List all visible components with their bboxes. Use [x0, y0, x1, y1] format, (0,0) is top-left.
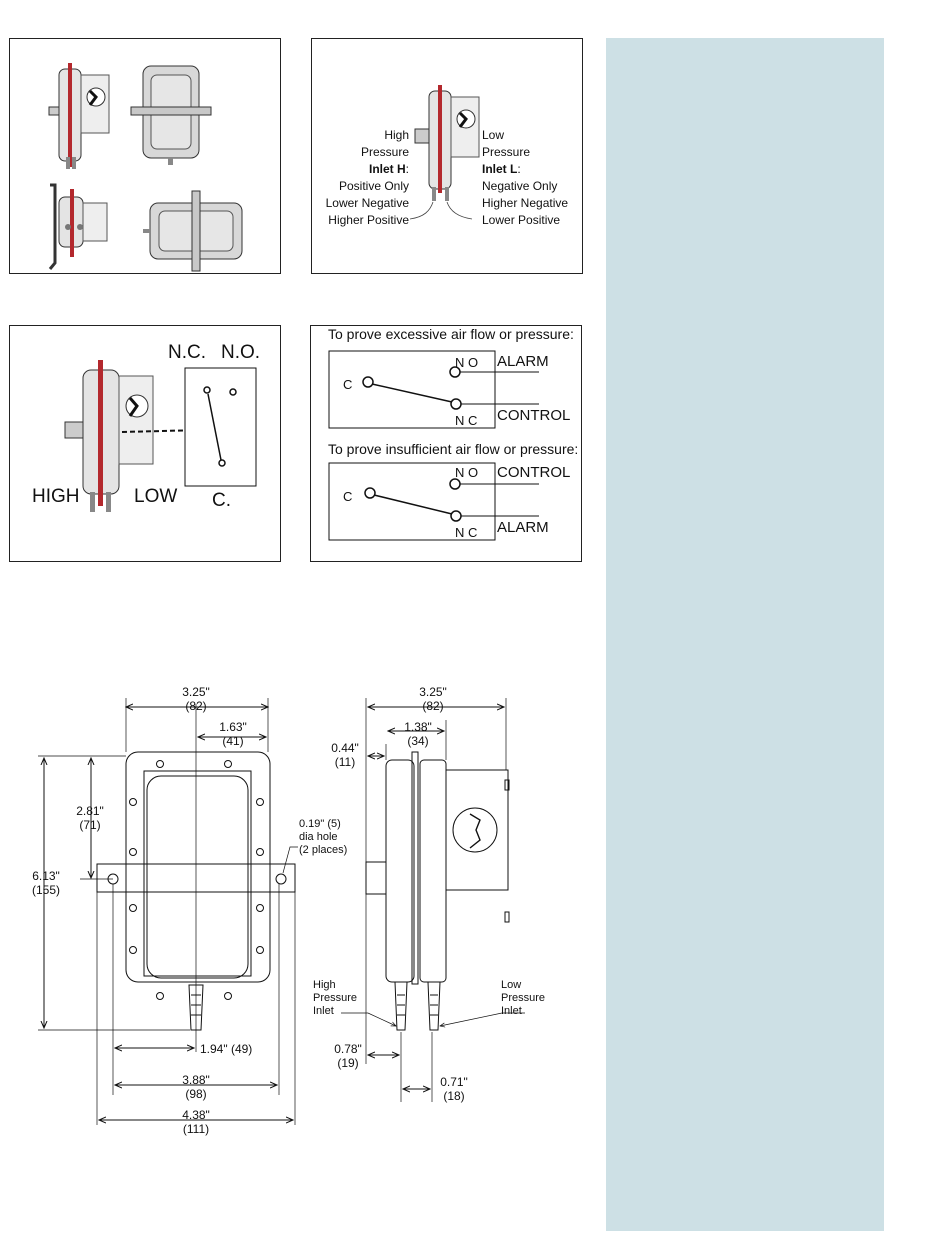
- inlet-a-mm: (19): [337, 1056, 359, 1070]
- inlet-b-in: 0.71": [440, 1075, 468, 1089]
- side-plate-in: 0.44": [331, 741, 359, 755]
- side-width-in: 3.25": [419, 685, 447, 699]
- front-height-mm: (155): [31, 883, 60, 897]
- side-depth-in: 1.38": [404, 720, 432, 734]
- sidebar-panel: [606, 38, 884, 1231]
- inlet-b-mm: (18): [443, 1089, 465, 1103]
- front-hole-spacing-label: 3.88" (98): [166, 1073, 226, 1101]
- excessive-c: C: [343, 377, 353, 392]
- front-inlet-offset-label: 1.94" (49): [200, 1042, 253, 1056]
- excessive-control: CONTROL: [497, 407, 571, 424]
- inlet-b-label: 0.71" (18): [424, 1075, 484, 1103]
- front-height-in: 6.13": [32, 869, 60, 883]
- front-view: [38, 698, 298, 1125]
- low-label: LOW: [134, 486, 178, 507]
- pressure-switch-illustration: [409, 85, 480, 220]
- overall-in: 4.38": [182, 1108, 210, 1122]
- front-width-label: 3.25" (82): [166, 685, 226, 713]
- wiring-schematic: [328, 350, 539, 541]
- side-width-label: 3.25" (82): [403, 685, 463, 713]
- common-label: C.: [212, 490, 231, 511]
- insufficient-c: C: [343, 489, 353, 504]
- high-pressure-label: High Pressure Inlet H: Positive Only Low…: [312, 127, 409, 229]
- low-inlet-line2: Pressure: [501, 992, 546, 1004]
- mounting-views-panel: [9, 38, 281, 274]
- inlet-h-label: Inlet H: [368, 162, 406, 176]
- excessive-title: To prove excessive air flow or pressure:: [328, 326, 574, 342]
- hole-type: dia hole: [299, 831, 338, 843]
- hole-size: 0.19" (5): [299, 818, 341, 830]
- side-view: [341, 698, 525, 1102]
- front-width-in: 3.25": [182, 685, 210, 699]
- high-line1: Positive Only: [338, 179, 409, 193]
- side-plate-label: 0.44" (11): [315, 741, 375, 769]
- side-plate-mm: (11): [334, 755, 356, 769]
- side-depth-label: 1.38" (34): [388, 720, 448, 748]
- hole-spacing-mm: (98): [185, 1087, 207, 1101]
- high-label-line1: High: [384, 128, 409, 142]
- overall-mm: (111): [182, 1122, 210, 1136]
- insufficient-no: N O: [455, 465, 479, 480]
- no-label: N.O.: [221, 342, 261, 363]
- high-pressure-inlet-label: High Pressure Inlet: [313, 979, 357, 1018]
- switch-side-view-1: [48, 63, 110, 169]
- switch-contacts-panel: N.C. N.O. HIGH LOW C.: [9, 325, 281, 562]
- hole-count: (2 places): [299, 844, 348, 856]
- high-inlet-line2: Pressure: [313, 992, 358, 1004]
- low-inlet-title: Inlet L:: [482, 162, 521, 176]
- front-half-in: 1.63": [219, 720, 247, 734]
- excessive-alarm: ALARM: [497, 353, 549, 370]
- switch-back-view-1: [130, 65, 212, 165]
- low-pressure-label: Low Pressure Inlet L: Negative Only High…: [482, 127, 568, 229]
- side-depth-mm: (34): [407, 734, 429, 748]
- front-height-label: 6.13" (155): [16, 869, 76, 897]
- switch-contacts-illustration: [64, 360, 257, 512]
- low-inlet-line3: Inlet: [501, 1005, 522, 1017]
- inlet-a-label: 0.78" (19): [318, 1042, 378, 1070]
- front-width-mm: (82): [185, 699, 207, 713]
- switch-side-view-2: [48, 183, 108, 270]
- side-width-mm: (82): [422, 699, 444, 713]
- low-line3: Lower Positive: [482, 213, 561, 227]
- high-inlet-line3: Inlet: [313, 1005, 334, 1017]
- insufficient-alarm: ALARM: [497, 519, 549, 536]
- front-upper-in: 2.81": [76, 804, 104, 818]
- front-overall-label: 4.38" (111): [166, 1108, 226, 1136]
- dimension-drawings: [38, 698, 525, 1125]
- inlet-l-label: Inlet L: [482, 162, 518, 176]
- nc-label: N.C.: [168, 342, 206, 363]
- high-label: HIGH: [32, 486, 80, 507]
- front-half-label: 1.63" (41): [203, 720, 263, 748]
- inlet-a-in: 0.78": [334, 1042, 362, 1056]
- mounting-views-illustration: [48, 63, 243, 272]
- low-line1: Negative Only: [482, 179, 558, 193]
- low-label-line1: Low: [482, 128, 505, 142]
- switch-back-view-2: [143, 190, 243, 272]
- wiring-panel: To prove excessive air flow or pressure:…: [310, 325, 582, 562]
- high-line3: Higher Positive: [328, 213, 409, 227]
- insufficient-title: To prove insufficient air flow or pressu…: [328, 441, 579, 457]
- insufficient-nc: N C: [455, 525, 478, 540]
- high-inlet-title: Inlet H:: [368, 162, 409, 176]
- mounting-hole-label: 0.19" (5) dia hole (2 places): [299, 818, 347, 857]
- front-upper-label: 2.81" (71): [60, 804, 120, 832]
- low-line2: Higher Negative: [482, 196, 569, 210]
- high-label-line2: Pressure: [360, 145, 409, 159]
- inlets-panel: High Pressure Inlet H: Positive Only Low…: [311, 38, 583, 274]
- low-inlet-line1: Low: [501, 979, 522, 991]
- low-pressure-inlet-label: Low Pressure Inlet: [501, 979, 545, 1018]
- high-inlet-line1: High: [313, 979, 336, 991]
- insufficient-control: CONTROL: [497, 464, 571, 481]
- excessive-nc: N C: [455, 413, 478, 428]
- high-line2: Lower Negative: [325, 196, 409, 210]
- front-upper-mm: (71): [79, 818, 101, 832]
- low-label-line2: Pressure: [482, 145, 531, 159]
- excessive-no: N O: [455, 355, 479, 370]
- hole-spacing-in: 3.88": [182, 1073, 210, 1087]
- front-half-mm: (41): [222, 734, 244, 748]
